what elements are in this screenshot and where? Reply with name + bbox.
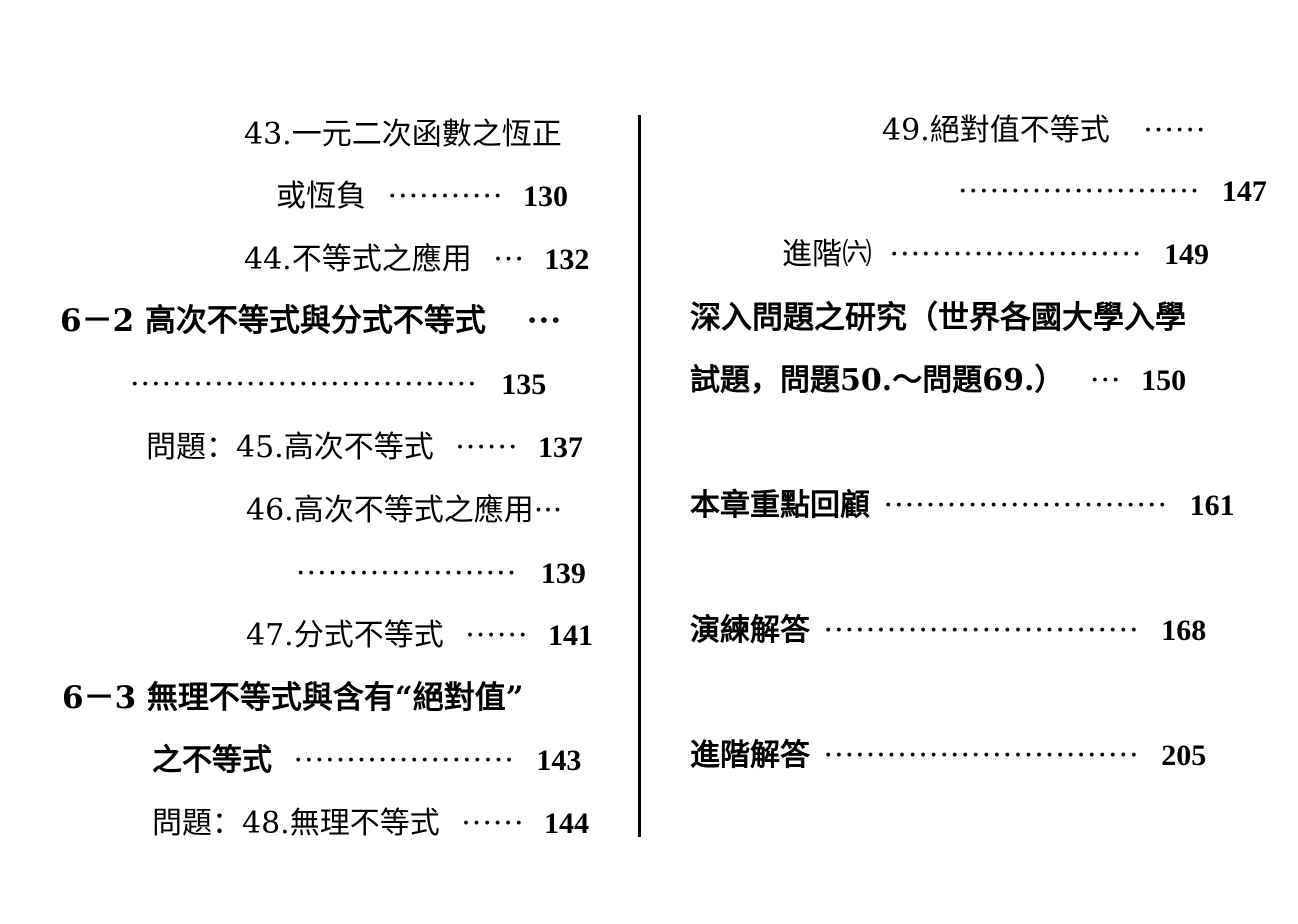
dot-leader: ······················· <box>958 174 1201 209</box>
dot-leader: ······ <box>455 430 519 465</box>
page-number: 143 <box>536 744 582 777</box>
toc-deep-problems-title-cont: 試題，問題50.～問題69.） <box>690 363 1065 398</box>
toc-advanced-6: 進階㈥ ························ 149 <box>782 235 1209 275</box>
page-number: 135 <box>501 368 547 401</box>
toc-entry-47-title: 47.分式不等式 <box>246 618 444 653</box>
toc-advanced-6-title: 進階㈥ <box>782 237 872 272</box>
dot-leader: ······ <box>461 806 525 841</box>
toc-section-6-2-page-line: ································· 135 <box>130 365 546 405</box>
toc-practice-answers: 演練解答 ······························ 168 <box>690 611 1206 651</box>
toc-section-6-2: 6－2 高次不等式與分式不等式 ··· <box>60 301 562 341</box>
dot-leader: ··························· <box>883 488 1169 523</box>
dot-leader: ································· <box>130 367 478 402</box>
toc-entry-46-title: 46.高次不等式之應用··· <box>246 493 563 528</box>
toc-advanced-answers: 進階解答 ······························ 205 <box>690 736 1206 776</box>
toc-practice-answers-title: 演練解答 <box>690 613 810 648</box>
toc-deep-problems-line1: 深入問題之研究（世界各國大學入學 <box>690 298 1186 338</box>
page-number: 149 <box>1163 238 1209 271</box>
dot-leader: ··· <box>493 242 525 277</box>
dot-leader: ························ <box>889 237 1143 272</box>
toc-entry-44-title: 44.不等式之應用 <box>244 242 472 277</box>
toc-entry-47: 47.分式不等式 ······ 141 <box>246 616 593 656</box>
page-number: 205 <box>1161 739 1207 772</box>
dot-leader: ····················· <box>296 556 518 591</box>
toc-entry-48: 問題：48.無理不等式 ······ 144 <box>152 804 589 844</box>
page-number: 139 <box>540 557 586 590</box>
page-number: 150 <box>1141 364 1187 397</box>
section-title: 6－2 高次不等式與分式不等式 <box>60 303 486 339</box>
page-number: 132 <box>544 243 590 276</box>
toc-chapter-review-title: 本章重點回顧 <box>690 488 870 523</box>
toc-entry-43-title-cont: 或恆負 <box>276 179 366 214</box>
toc-section-6-3-line2: 之不等式 ····················· 143 <box>152 741 581 781</box>
dot-leader: ······ <box>465 618 529 653</box>
dot-leader: ······ <box>1143 113 1207 148</box>
page-number: 147 <box>1221 175 1267 208</box>
toc-entry-43-title: 43.一元二次函數之恆正 <box>244 117 562 152</box>
toc-entry-49-line2: ······················· 147 <box>958 172 1267 212</box>
toc-deep-problems-title: 深入問題之研究（世界各國大學入學 <box>690 300 1186 336</box>
toc-entry-49-title: 49.絕對值不等式 <box>882 113 1110 148</box>
toc-entry-48-title: 問題：48.無理不等式 <box>152 806 440 841</box>
toc-section-6-3-line1: 6－3 無理不等式與含有“絕對值” <box>62 678 524 718</box>
toc-deep-problems-line2: 試題，問題50.～問題69.） ··· 150 <box>690 361 1186 401</box>
toc-entry-43-line2: 或恆負 ··········· 130 <box>276 177 568 217</box>
toc-entry-44: 44.不等式之應用 ··· 132 <box>244 240 589 280</box>
dot-leader: ··· <box>526 303 563 339</box>
toc-chapter-review: 本章重點回顧 ··························· 161 <box>690 486 1235 526</box>
toc-entry-43-line1: 43.一元二次函數之恆正 <box>244 115 562 155</box>
page-number: 168 <box>1161 614 1207 647</box>
column-divider <box>638 115 641 837</box>
toc-entry-49-line1: 49.絕對值不等式 ······ <box>882 111 1206 151</box>
page-number: 130 <box>523 180 568 213</box>
toc-entry-45-title: 問題：45.高次不等式 <box>146 430 434 465</box>
page-number: 137 <box>538 431 584 464</box>
toc-advanced-answers-title: 進階解答 <box>690 738 810 773</box>
dot-leader: ······························ <box>823 613 1140 648</box>
dot-leader: ··· <box>1089 363 1122 398</box>
section-title: 6－3 無理不等式與含有“絕對值” <box>62 680 524 716</box>
page-number: 141 <box>548 619 594 652</box>
toc-entry-46-line2: ····················· 139 <box>296 554 586 594</box>
toc-entry-46-line1: 46.高次不等式之應用··· <box>246 491 562 531</box>
dot-leader: ······························ <box>823 738 1140 773</box>
page-number: 161 <box>1189 489 1235 522</box>
section-title-cont: 之不等式 <box>152 743 272 778</box>
dot-leader: ··········· <box>387 179 504 214</box>
dot-leader: ····················· <box>293 743 515 778</box>
toc-entry-45: 問題：45.高次不等式 ······ 137 <box>146 428 583 468</box>
page-number: 144 <box>544 807 590 840</box>
